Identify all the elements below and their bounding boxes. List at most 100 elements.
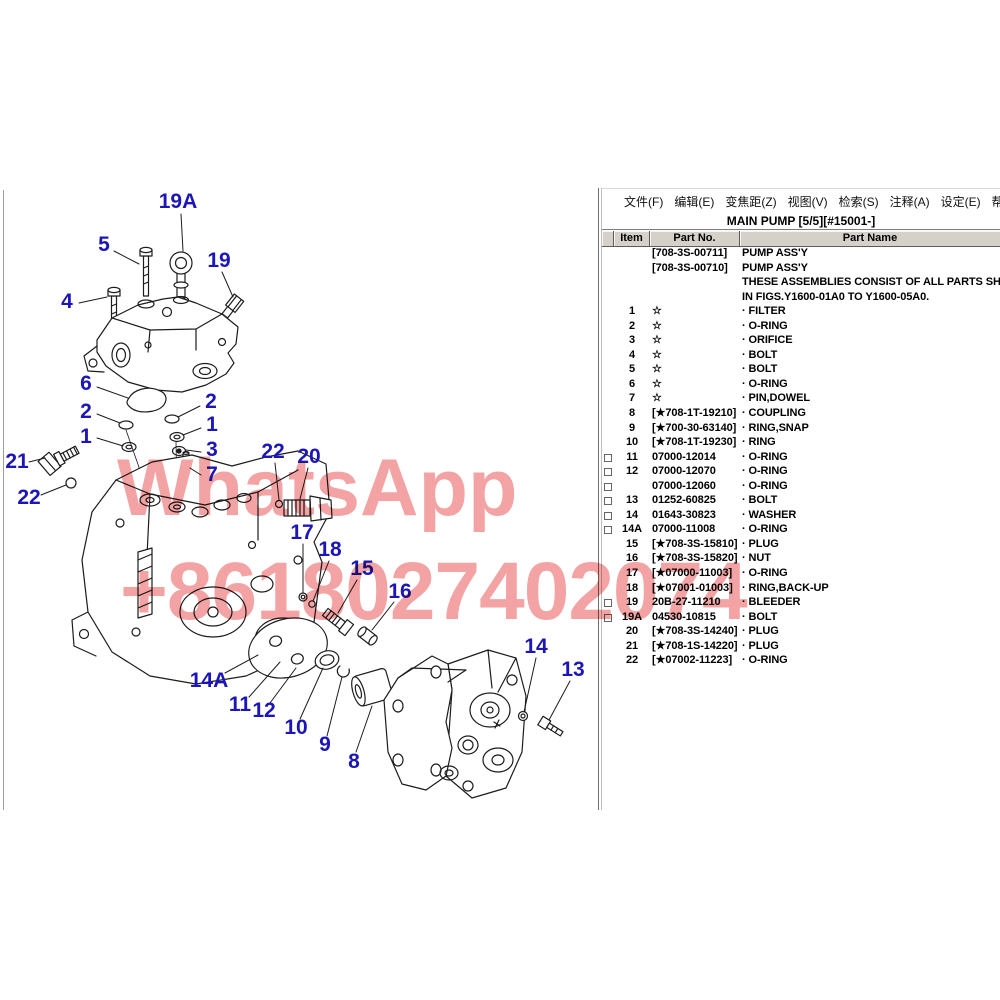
callout-22-left[interactable]: 22 bbox=[17, 486, 41, 509]
table-row[interactable]: 6☆· O-RING bbox=[602, 377, 1000, 392]
cell-part-name: · BOLT bbox=[742, 610, 778, 623]
leader-line bbox=[96, 437, 124, 447]
row-checkbox[interactable] bbox=[602, 493, 614, 508]
table-header: Item Part No. Part Name bbox=[602, 230, 1000, 247]
menu-item-annotate[interactable]: 注释(A) bbox=[889, 195, 930, 209]
cell-part-no: [708-3S-00710] bbox=[652, 261, 728, 274]
callout-19A[interactable]: 19A bbox=[158, 190, 198, 213]
menu-item-search[interactable]: 检索(S) bbox=[838, 195, 879, 209]
menu-item-settings[interactable]: 设定(E) bbox=[940, 195, 981, 209]
callout-14A[interactable]: 14A bbox=[189, 669, 229, 692]
callout-5[interactable]: 5 bbox=[98, 233, 110, 256]
leader-line bbox=[355, 705, 373, 753]
callout-22-right[interactable]: 22 bbox=[261, 440, 285, 463]
table-row[interactable]: 15[★708-3S-15810]· PLUG bbox=[602, 537, 1000, 552]
table-row[interactable]: 21[★708-1S-14220]· PLUG bbox=[602, 639, 1000, 654]
top-valve-assembly bbox=[83, 246, 245, 393]
callout-15[interactable]: 15 bbox=[350, 557, 374, 580]
cell-item: 13 bbox=[625, 494, 639, 507]
row-checkbox[interactable] bbox=[602, 508, 614, 523]
table-row[interactable]: [708-3S-00710] PUMP ASS'Y bbox=[602, 261, 1000, 276]
table-row[interactable]: 3☆· ORIFICE bbox=[602, 333, 1000, 348]
callout-6[interactable]: 6 bbox=[80, 372, 92, 395]
callout-7[interactable]: 7 bbox=[206, 463, 218, 486]
callout-10[interactable]: 10 bbox=[284, 716, 308, 739]
table-row[interactable]: 13 01252-60825 · BOLT bbox=[602, 493, 1000, 508]
callout-16[interactable]: 16 bbox=[388, 580, 412, 603]
callout-12[interactable]: 12 bbox=[252, 699, 276, 722]
leader-line bbox=[40, 484, 67, 496]
row-checkbox-empty bbox=[602, 348, 614, 363]
cell-part-name: · BOLT bbox=[742, 494, 778, 507]
table-row[interactable]: 22[★07002-11223]· O-RING bbox=[602, 653, 1000, 668]
row-checkbox[interactable] bbox=[602, 610, 614, 625]
cell-part-name: · BLEEDER bbox=[742, 596, 801, 609]
callout-14[interactable]: 14 bbox=[524, 635, 548, 658]
table-row[interactable]: 7☆· PIN,DOWEL bbox=[602, 391, 1000, 406]
leader-line bbox=[312, 560, 330, 602]
table-row[interactable]: 18[★07001-01003]· RING,BACK-UP bbox=[602, 581, 1000, 596]
callout-4[interactable]: 4 bbox=[61, 290, 73, 313]
callout-21[interactable]: 21 bbox=[5, 450, 29, 473]
menu-item-help[interactable]: 帮助(H) bbox=[991, 195, 1000, 209]
table-row[interactable]: 8[★708-1T-19210]· COUPLING bbox=[602, 406, 1000, 421]
menu-item-zoom[interactable]: 变焦距(Z) bbox=[725, 195, 777, 209]
table-row[interactable]: THESE ASSEMBLIES CONSIST OF ALL PARTS SH… bbox=[602, 275, 1000, 290]
menu-item-view[interactable]: 视图(V) bbox=[787, 195, 828, 209]
table-row[interactable]: 2☆· O-RING bbox=[602, 319, 1000, 334]
cell-part-name: · O-RING bbox=[742, 567, 788, 580]
table-row[interactable]: [708-3S-00711]PUMP ASS'Y bbox=[602, 246, 1000, 261]
row-checkbox[interactable] bbox=[602, 479, 614, 494]
callout-9[interactable]: 9 bbox=[319, 733, 331, 756]
callout-13[interactable]: 13 bbox=[561, 658, 585, 681]
table-row[interactable]: 10[★708-1T-19230]· RING bbox=[602, 435, 1000, 450]
callout-2-left[interactable]: 2 bbox=[80, 400, 92, 423]
table-row[interactable]: 20[★708-3S-14240]· PLUG bbox=[602, 624, 1000, 639]
table-row[interactable]: 17[★07000-11003]· O-RING bbox=[602, 566, 1000, 581]
row-checkbox-empty bbox=[602, 421, 614, 436]
row-checkbox[interactable] bbox=[602, 522, 614, 537]
cell-item: 19 bbox=[625, 596, 639, 609]
table-row[interactable]: 5☆· BOLT bbox=[602, 362, 1000, 377]
callout-1-left[interactable]: 1 bbox=[80, 425, 92, 448]
row-checkbox[interactable] bbox=[602, 595, 614, 610]
row-checkbox-empty bbox=[602, 435, 614, 450]
callout-11[interactable]: 11 bbox=[228, 693, 252, 716]
callout-18[interactable]: 18 bbox=[318, 538, 342, 561]
table-row[interactable]: IN FIGS.Y1600-01A0 TO Y1600-05A0. bbox=[602, 290, 1000, 305]
leader-line bbox=[177, 405, 201, 418]
callout-2-right[interactable]: 2 bbox=[205, 390, 217, 413]
row-checkbox-empty bbox=[602, 261, 614, 276]
table-row[interactable]: 07000-12060· O-RING bbox=[602, 479, 1000, 494]
callout-17[interactable]: 17 bbox=[290, 521, 314, 544]
cell-part-name: PUMP ASS'Y bbox=[742, 261, 808, 274]
row-checkbox[interactable] bbox=[602, 464, 614, 479]
plug-20 bbox=[274, 495, 333, 522]
menu-item-edit[interactable]: 编辑(E) bbox=[674, 195, 715, 209]
checkbox-icon bbox=[604, 482, 612, 491]
callout-19[interactable]: 19 bbox=[207, 249, 231, 272]
table-row[interactable]: 9[★700-30-63140]· RING,SNAP bbox=[602, 421, 1000, 436]
table-row[interactable]: 1☆· FILTER bbox=[602, 304, 1000, 319]
table-row[interactable]: 4☆· BOLT bbox=[602, 348, 1000, 363]
menu-item-file[interactable]: 文件(F) bbox=[624, 195, 664, 209]
parts-table-body: [708-3S-00711]PUMP ASS'Y[708-3S-00710] PU… bbox=[602, 246, 1000, 668]
row-checkbox[interactable] bbox=[602, 450, 614, 465]
callout-3[interactable]: 3 bbox=[206, 438, 218, 461]
cell-part-no: 01252-60825 bbox=[652, 494, 716, 507]
callout-20[interactable]: 20 bbox=[297, 445, 321, 468]
cell-part-name: · O-RING bbox=[742, 523, 788, 536]
callout-8[interactable]: 8 bbox=[348, 750, 360, 773]
cell-item: 6 bbox=[628, 377, 636, 390]
leader-line bbox=[96, 386, 129, 399]
table-row[interactable]: 16[★708-3S-15820]· NUT bbox=[602, 551, 1000, 566]
callout-1-right[interactable]: 1 bbox=[206, 413, 218, 436]
cell-part-name: · O-RING bbox=[742, 465, 788, 478]
